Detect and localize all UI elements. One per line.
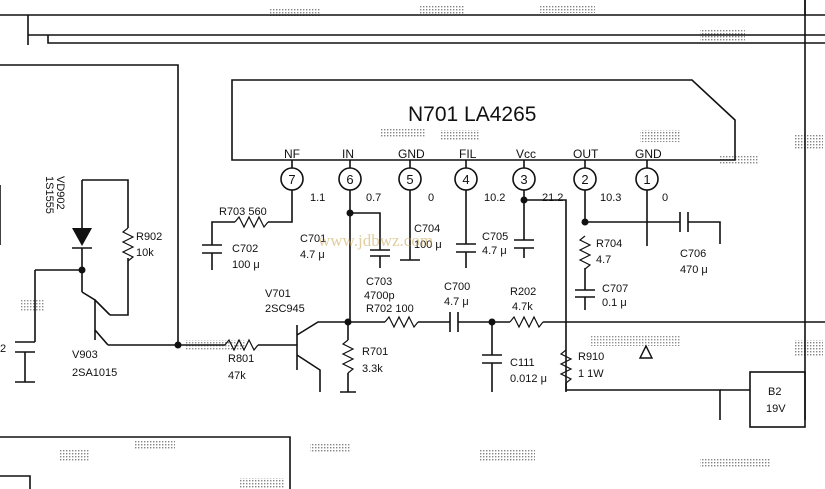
b2-box [749, 371, 806, 428]
c-left-num: 2 [0, 343, 6, 355]
v701-part: 2SC945 [265, 303, 305, 315]
c707-name: C707 [602, 283, 628, 295]
pin-voltage: 21.2 [542, 192, 563, 204]
ic-label: N701 LA4265 [408, 103, 536, 126]
pin-voltage: 0 [662, 192, 668, 204]
c703-value: 4700p [364, 290, 395, 302]
r801-value: 47k [228, 370, 246, 382]
r702-label: R702 100 [366, 303, 414, 315]
ic-n701: N701 LA4265 [231, 79, 736, 161]
component-labels: VD902 1S1555 R902 10k V903 2SA1015 2 R70… [0, 176, 786, 415]
r701-name: R701 [362, 346, 388, 358]
out-network [575, 190, 721, 310]
pin-number: 7 [288, 172, 295, 187]
pin-number: 5 [406, 172, 413, 187]
v701-stage [178, 318, 356, 393]
ic-pins: 7 NF 1.1 6 IN 0.7 5 GND 0 4 FIL 10.2 3 Vcc 21.2 2 OUT 10.… [280, 147, 668, 204]
r704-value: 4.7 [596, 254, 611, 266]
r910-value: 1 1W [578, 368, 604, 380]
c111-value: 0.012 μ [510, 373, 547, 385]
c705-name: C705 [482, 231, 508, 243]
left-circuit [0, 179, 182, 383]
pin-name: Vcc [516, 147, 536, 161]
pin-name: IN [342, 147, 354, 161]
c703-name: C703 [366, 276, 392, 288]
pin-number: 1 [643, 172, 650, 187]
pin-number: 2 [581, 172, 588, 187]
c700-name: C700 [444, 281, 470, 293]
b2-value: 19V [766, 403, 786, 415]
watermark: www.jdbwz.com [318, 231, 433, 250]
c706-name: C706 [680, 248, 706, 260]
v903-part: 2SA1015 [72, 367, 117, 379]
b2-name: B2 [768, 386, 781, 398]
pin-number: 6 [346, 172, 353, 187]
r902-name: R902 [136, 231, 162, 243]
pin-voltage: 10.3 [600, 192, 621, 204]
power-b2 [720, 0, 806, 428]
pin-name: OUT [573, 147, 599, 161]
r701-value: 3.3k [362, 363, 383, 375]
pin-number: 4 [462, 172, 469, 187]
c705-value: 4.7 μ [482, 245, 507, 257]
vd902-name: VD902 [54, 176, 66, 210]
pin-name: FIL [459, 147, 477, 161]
r202-name: R202 [510, 286, 536, 298]
in-network [346, 190, 496, 332]
vd902-diode-icon [72, 228, 92, 246]
v903-name: V903 [72, 349, 98, 361]
pin-voltage: 1.1 [310, 192, 325, 204]
vd902-part: 1S1555 [43, 176, 55, 214]
output-network [482, 315, 825, 392]
c700-value: 4.7 μ [444, 296, 469, 308]
pin-voltage: 0 [428, 192, 434, 204]
nf-network [202, 190, 293, 270]
r910-name: R910 [578, 351, 604, 363]
r202-value: 4.7k [512, 301, 533, 313]
warning-triangle-icon [638, 344, 654, 359]
c702-name: C702 [232, 243, 258, 255]
r902-value: 10k [136, 247, 154, 259]
r703-label: R703 560 [219, 206, 267, 218]
r801-name: R801 [228, 353, 254, 365]
c702-value: 100 μ [232, 259, 260, 271]
c111-name: C111 [510, 357, 535, 369]
c701-value: 4.7 μ [300, 249, 325, 261]
c704-name: C704 [414, 223, 440, 235]
c707-value: 0.1 μ [602, 297, 627, 309]
c706-value: 470 μ [680, 264, 708, 276]
pin-name: GND [635, 147, 662, 161]
lower-blocks [0, 436, 291, 489]
pin-number: 3 [520, 172, 527, 187]
r704-name: R704 [596, 238, 622, 250]
pin-voltage: 10.2 [484, 192, 505, 204]
pin-voltage: 0.7 [366, 192, 381, 204]
c704-value: 100 μ [414, 239, 442, 251]
pin-name: NF [284, 147, 300, 161]
pin-name: GND [398, 147, 425, 161]
v701-name: V701 [265, 288, 291, 300]
c701-name: C701 [300, 233, 326, 245]
